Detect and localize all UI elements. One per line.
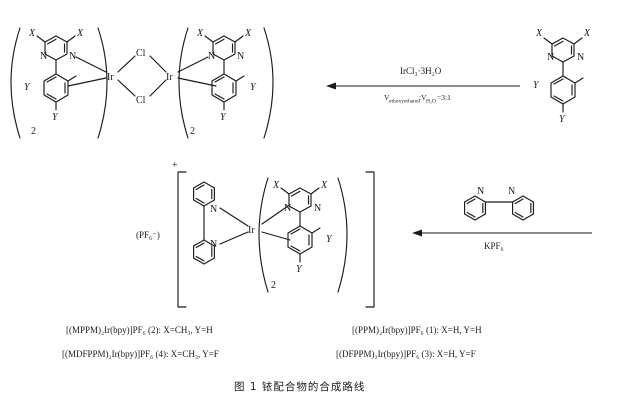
x-label: X	[272, 180, 280, 191]
svg-text:H₂O: H₂O	[426, 99, 436, 105]
figure-caption: 图 1 铱配合物的合成路线	[234, 380, 365, 393]
y-label: Y	[559, 114, 566, 125]
n-label: N	[284, 203, 291, 214]
n-label: N	[314, 203, 321, 214]
x-label: X	[244, 28, 252, 39]
x-label: X	[196, 28, 204, 39]
n-label: N	[577, 52, 584, 63]
x-label: X	[76, 28, 84, 39]
chloride-label: Cl	[136, 95, 146, 106]
svg-text::V: :V	[419, 93, 427, 102]
n-label: N	[210, 239, 217, 250]
chloride-label: Cl	[136, 48, 146, 59]
reagent-solvent-ratio: V ethoxyethanol :V H₂O =3:1	[384, 93, 451, 105]
compound-list: [(PPM)₂Ir(bpy)]PF₆ (1): X=H, Y=H [(MPPM)…	[62, 325, 482, 359]
starting-ligand: X X N N Y Y	[533, 28, 591, 125]
n-label: N	[237, 51, 244, 62]
n-label: N	[40, 51, 47, 62]
bipyridine-reagent: N N	[464, 186, 534, 221]
reaction-arrow-1: IrCl₃·3H₂O V ethoxyethanol :V H₂O =3:1	[326, 66, 520, 105]
subscript-two: 2	[271, 280, 276, 291]
n-label: N	[547, 52, 554, 63]
y-label: Y	[250, 82, 257, 93]
compound-4: [(MDFPPM)₂Ir(bpy)]PF₆ (4): X=CH₃, Y=F	[62, 349, 219, 359]
iridium-label: Ir	[107, 72, 114, 83]
counterion-label: (PF₆⁻)	[136, 230, 160, 240]
x-label: X	[320, 180, 328, 191]
y-label: Y	[533, 80, 540, 91]
chloro-bridged-dimer: X X N N Y Y 2 Ir Cl Cl Ir X X N N Y Y	[10, 27, 274, 139]
compound-1: [(PPM)₂Ir(bpy)]PF₆ (1): X=H, Y=H	[352, 325, 482, 335]
cationic-complex: + (PF₆⁻) N N Ir X X N N Y Y 2	[136, 160, 375, 308]
y-label: Y	[52, 112, 59, 123]
n-label: N	[508, 186, 515, 197]
n-label: N	[208, 51, 215, 62]
n-label: N	[477, 186, 484, 197]
reagent-ircl3: IrCl₃·3H₂O	[400, 66, 442, 76]
compound-2: [(MPPM)₂Ir(bpy)]PF₆ (2): X=CH₃, Y=H	[66, 325, 213, 335]
svg-text:ethoxyethanol: ethoxyethanol	[389, 99, 421, 105]
svg-text:V: V	[384, 93, 390, 102]
iridium-label: Ir	[248, 225, 255, 236]
x-label: X	[28, 28, 36, 39]
charge-plus: +	[172, 160, 178, 171]
x-label: X	[583, 28, 591, 39]
compound-3: [(DFPPM)₂Ir(bpy)]PF₆ (3): X=H, Y=F	[336, 349, 476, 359]
x-label: X	[535, 28, 543, 39]
reaction-arrow-2: KPF₆	[412, 229, 592, 251]
subscript-two: 2	[190, 126, 195, 137]
y-label: Y	[24, 82, 31, 93]
y-label: Y	[296, 264, 303, 275]
reagent-kpf6: KPF₆	[484, 241, 504, 251]
subscript-two: 2	[31, 126, 36, 137]
y-label: Y	[326, 234, 333, 245]
n-label: N	[210, 204, 217, 215]
y-label: Y	[220, 112, 227, 123]
iridium-label: Ir	[166, 72, 173, 83]
svg-text:=3:1: =3:1	[437, 93, 451, 102]
n-label: N	[69, 51, 76, 62]
